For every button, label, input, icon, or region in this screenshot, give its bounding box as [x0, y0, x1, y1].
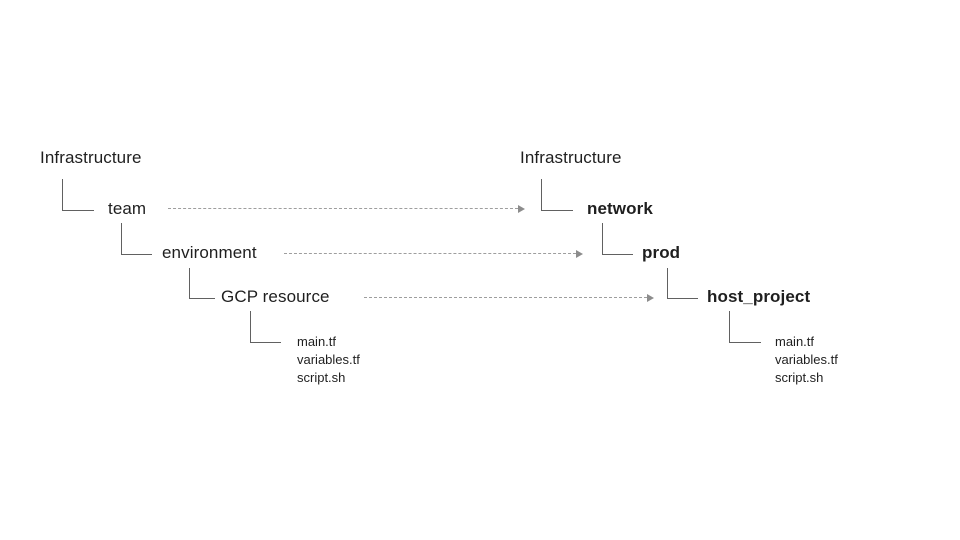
right-tree-root-label: Infrastructure: [520, 148, 622, 167]
left-file-script-sh: script.sh: [297, 370, 346, 385]
right-elbow-prod-to-host-project: [667, 268, 698, 299]
left-file-list: main.tf variables.tf script.sh: [297, 333, 360, 387]
left-elbow-root-to-team: [62, 179, 94, 211]
right-elbow-network-to-prod: [602, 223, 633, 255]
left-tree-node-gcp-resource: GCP resource: [221, 287, 330, 306]
mapping-arrow-line: [364, 297, 647, 298]
right-elbow-host-project-to-files: [729, 311, 761, 343]
left-tree-node-team: team: [108, 199, 147, 218]
right-tree-node-network: network: [587, 199, 653, 218]
right-file-script-sh: script.sh: [775, 370, 824, 385]
mapping-arrowhead-icon: [576, 250, 583, 258]
left-elbow-resource-to-files: [250, 311, 281, 343]
left-tree-node-environment: environment: [162, 243, 257, 262]
right-file-main-tf: main.tf: [775, 334, 815, 349]
right-tree-node-prod: prod: [642, 243, 681, 262]
right-file-list: main.tf variables.tf script.sh: [775, 333, 838, 387]
left-elbow-environment-to-resource: [189, 268, 215, 299]
mapping-arrowhead-icon: [647, 294, 654, 302]
left-file-variables-tf: variables.tf: [297, 352, 360, 367]
right-file-variables-tf: variables.tf: [775, 352, 838, 367]
left-tree-root-label: Infrastructure: [40, 148, 142, 167]
mapping-arrow-line: [168, 208, 518, 209]
right-elbow-root-to-network: [541, 179, 573, 211]
right-tree-node-host-project: host_project: [707, 287, 811, 306]
left-file-main-tf: main.tf: [297, 334, 337, 349]
mapping-arrowhead-icon: [518, 205, 525, 213]
mapping-arrow-line: [284, 253, 576, 254]
left-elbow-team-to-environment: [121, 223, 152, 255]
